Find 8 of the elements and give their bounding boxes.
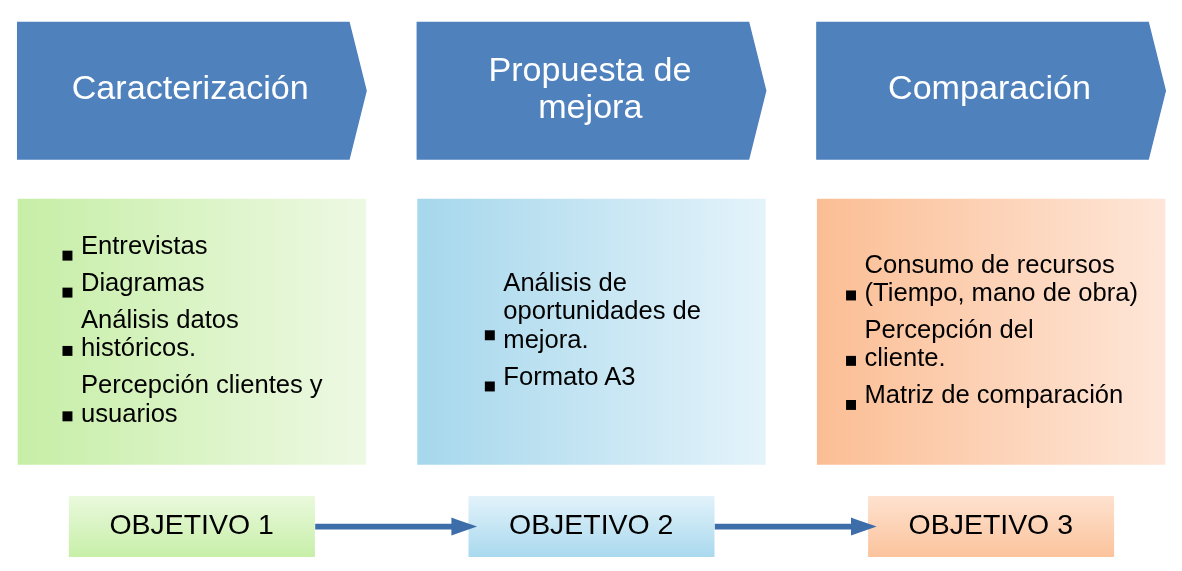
node-box: Consumo de recursos (Tiempo, mano de obra) Percepción del cliente. Matriz de comparación	[816, 198, 1165, 465]
node-box: OBJETIVO 3	[867, 495, 1114, 558]
node-box: Análisis de oportunidades de mejora. Formato A3	[416, 198, 766, 465]
node-box: OBJETIVO 2	[468, 495, 714, 558]
arrow	[314, 517, 477, 536]
node-box: OBJETIVO 1	[68, 495, 315, 558]
node-box: Entrevistas Diagramas Análisis datos históricos. Percepción clientes y usuarios	[17, 198, 366, 465]
arrow	[714, 517, 877, 536]
